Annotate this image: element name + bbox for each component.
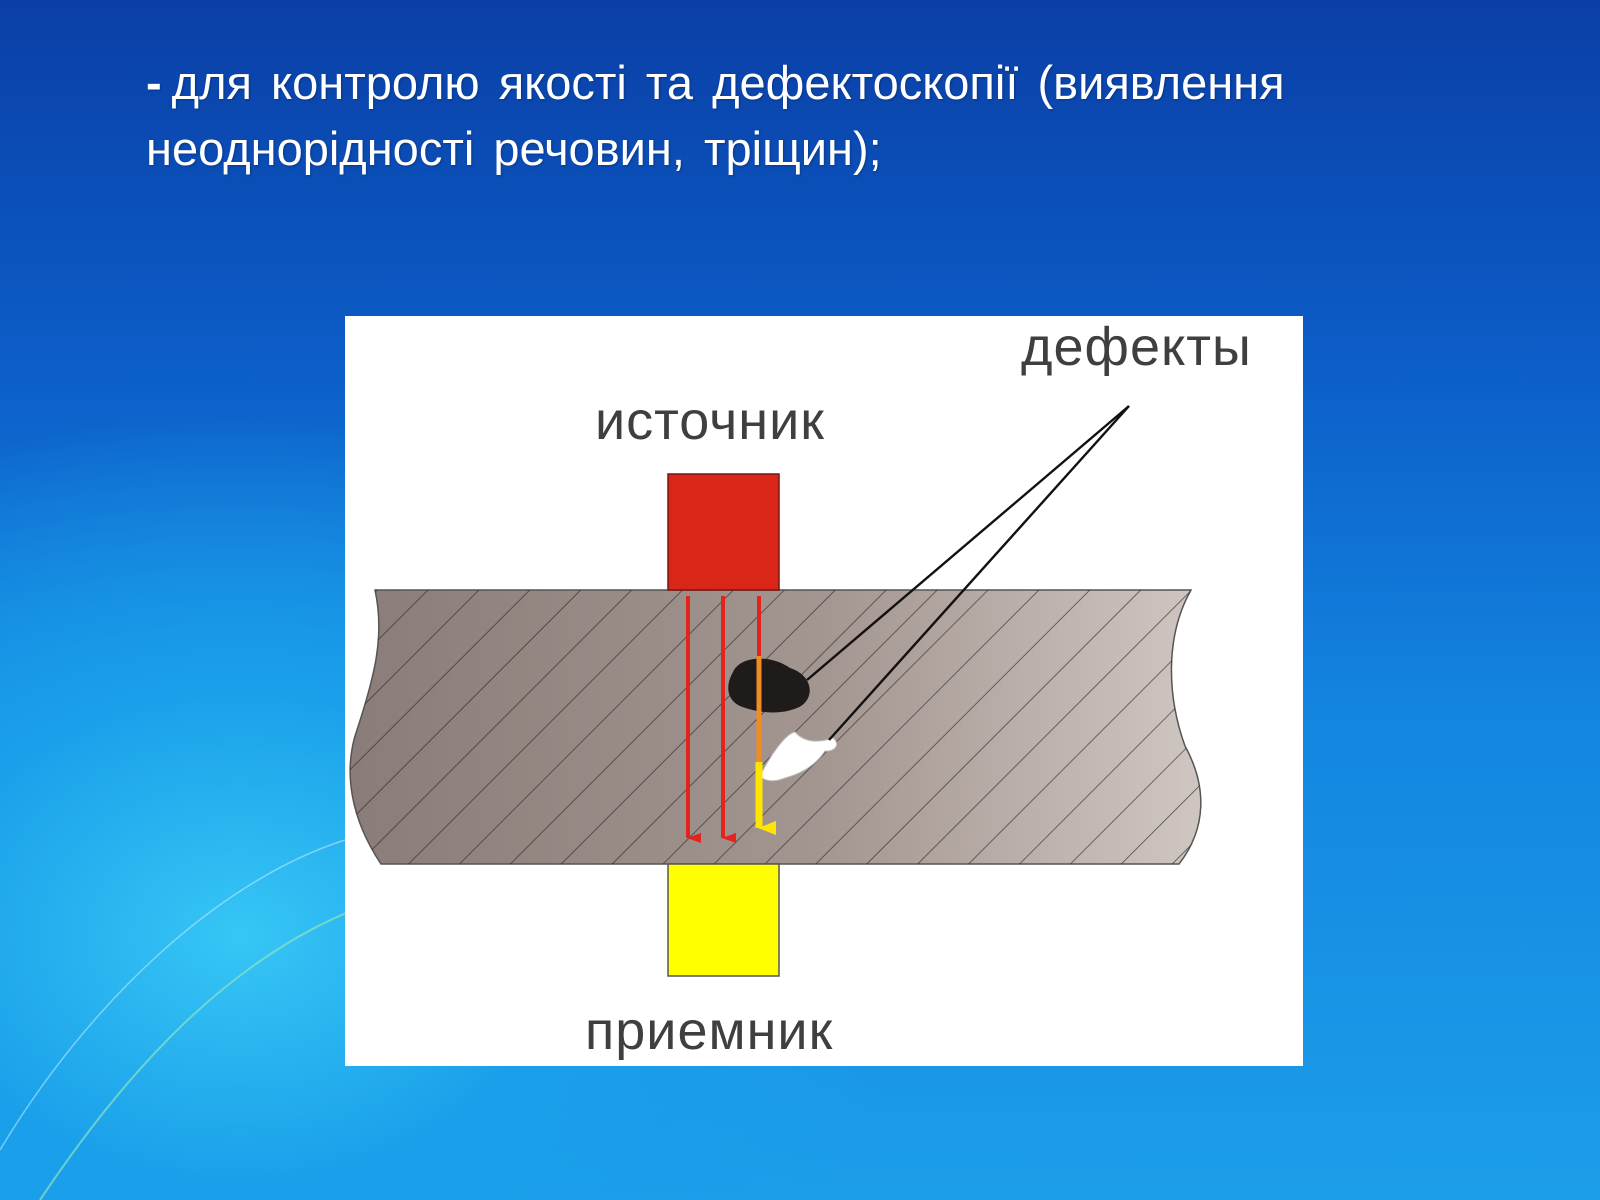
leader-line-2 <box>828 405 1130 741</box>
defect-crack <box>759 731 838 782</box>
bullet-dash: - <box>146 56 162 109</box>
source-block <box>667 473 780 591</box>
label-defects: дефекты <box>1021 317 1252 377</box>
text-line-2: неоднорідності речовин, тріщин); <box>146 122 882 175</box>
label-source: источник <box>595 391 825 451</box>
text-line-1: -для контролю якості та дефектоскопії (в… <box>146 50 1486 116</box>
defectoscopy-diagram: источник приемник дефекты <box>345 316 1303 1066</box>
slide-body-text: -для контролю якості та дефектоскопії (в… <box>146 50 1486 182</box>
receiver-block <box>667 863 780 977</box>
text-line-1-content: для контролю якості та дефектоскопії (ви… <box>171 56 1285 109</box>
material-plate <box>349 589 1202 865</box>
leader-line-1 <box>806 405 1130 681</box>
label-receiver: приемник <box>585 1001 834 1061</box>
defect-dark-inclusion <box>728 658 810 713</box>
